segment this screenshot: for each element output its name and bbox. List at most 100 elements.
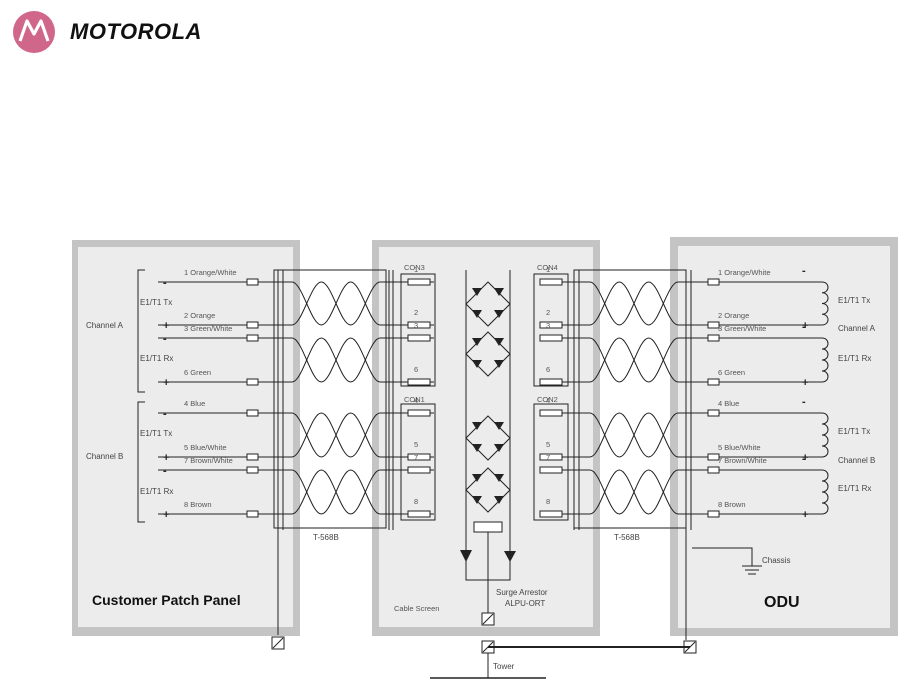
con-pin-number: 6 — [414, 365, 418, 374]
left-wire-label: 1 Orange/White — [184, 268, 237, 277]
connector-pin-slot — [407, 378, 431, 386]
right-polarity-sign: + — [802, 377, 808, 389]
connector-pin-slot — [539, 510, 563, 518]
right-wire-label: 6 Green — [718, 368, 745, 377]
left-terminal — [246, 334, 259, 342]
left-wire-label: 6 Green — [184, 368, 211, 377]
connector-pin-slot — [539, 409, 563, 417]
cable-bundle-left — [273, 269, 387, 529]
right-terminal — [707, 409, 720, 417]
diode-icon — [472, 288, 482, 296]
right-terminal — [707, 466, 720, 474]
right-terminal — [707, 278, 720, 286]
right-channel-b-label: Channel B — [838, 456, 875, 465]
con1-label: CON1 — [404, 395, 425, 404]
con-pin-number: 8 — [414, 497, 418, 506]
right-wire-label: 3 Green/White — [718, 324, 766, 333]
right-rx-b-label: E1/T1 Rx — [838, 484, 871, 493]
twisted-pair-wire — [291, 281, 381, 326]
left-polarity-sign: - — [163, 277, 167, 289]
con-pin-number: 4 — [414, 396, 418, 405]
right-terminal — [707, 334, 720, 342]
con4-label: CON4 — [537, 263, 558, 272]
header: MOTOROLA — [12, 10, 202, 54]
twisted-pair-wire — [291, 412, 381, 458]
cable-screen-mid-right — [573, 270, 580, 530]
diode-icon — [472, 310, 482, 318]
right-wire-label: 1 Orange/White — [718, 268, 771, 277]
left-rx-a-label: E1/T1 Rx — [140, 354, 173, 363]
left-wire-label: 2 Orange — [184, 311, 215, 320]
brand-name: MOTOROLA — [70, 19, 202, 44]
con-pin-number: 8 — [546, 497, 550, 506]
chassis-ground-icon — [692, 547, 762, 575]
con-pin-number: 1 — [546, 265, 550, 274]
surge-bus-lines — [465, 270, 511, 530]
con-pin-number: 7 — [414, 453, 418, 462]
right-polarity-sign: - — [802, 265, 806, 277]
left-terminal — [246, 453, 259, 461]
left-wire-label: 3 Green/White — [184, 324, 232, 333]
left-polarity-sign: - — [163, 333, 167, 345]
connector-housing — [400, 403, 436, 521]
left-polarity-sign: + — [163, 377, 169, 389]
surge-arrestor-label: Surge Arrestor — [496, 588, 548, 597]
diode-icon — [472, 422, 482, 430]
cable-screen-left — [277, 270, 284, 635]
ground-terminal-slash — [482, 613, 494, 625]
cable-left-label: T-568B — [313, 533, 339, 542]
connector-pin-slot — [539, 378, 563, 386]
twisted-pair-wire — [291, 469, 381, 515]
right-polarity-sign: + — [802, 509, 808, 521]
left-polarity-sign: - — [163, 465, 167, 477]
left-polarity-sign: + — [163, 452, 169, 464]
connector-pin-slot — [407, 409, 431, 417]
diode-bridge — [465, 281, 511, 327]
transformer-coil-icon — [800, 469, 829, 515]
surge-arrestor-panel — [372, 240, 600, 636]
connector-pin-slot — [407, 321, 431, 329]
transformer-coil-icon — [800, 281, 829, 326]
diode-icon — [472, 474, 482, 482]
diode-icon — [472, 444, 482, 452]
con3-label: CON3 — [404, 263, 425, 272]
left-wire-label: 5 Blue/White — [184, 443, 227, 452]
chassis-label: Chassis — [762, 556, 790, 565]
diode-icon — [472, 338, 482, 346]
surge-bridge-icon — [473, 521, 503, 533]
connector-pin-slot — [539, 321, 563, 329]
diode-icon — [494, 422, 504, 430]
right-polarity-sign: + — [802, 452, 808, 464]
right-terminal — [707, 510, 720, 518]
left-channel-bracket — [137, 401, 145, 523]
left-polarity-sign: + — [163, 509, 169, 521]
transformer-coil-icon — [800, 412, 829, 458]
surge-diode-icon — [460, 550, 472, 562]
diode-icon — [494, 360, 504, 368]
left-wire-label: 7 Brown/White — [184, 456, 233, 465]
left-channel-a-label: Channel A — [86, 321, 124, 330]
left-wire-label: 4 Blue — [184, 399, 205, 408]
connector-pin-slot — [407, 510, 431, 518]
left-rx-b-label: E1/T1 Rx — [140, 487, 173, 496]
right-wire-label: 7 Brown/White — [718, 456, 767, 465]
diode-icon — [494, 288, 504, 296]
left-terminal — [246, 510, 259, 518]
right-tx-a-label: E1/T1 Tx — [838, 296, 870, 305]
connector-pin-slot — [539, 466, 563, 474]
right-wire-label: 4 Blue — [718, 399, 739, 408]
twisted-pair-wire — [589, 412, 679, 458]
connector-pin-slot — [407, 278, 431, 286]
connector-housing — [533, 273, 569, 387]
connector-housing — [533, 403, 569, 521]
left-wire-label: 8 Brown — [184, 500, 212, 509]
connector-pin-slot — [407, 453, 431, 461]
right-rx-a-label: E1/T1 Rx — [838, 354, 871, 363]
con-pin-number: 3 — [414, 321, 418, 330]
con-pin-number: 4 — [546, 396, 550, 405]
connector-pin-slot — [539, 453, 563, 461]
diode-icon — [494, 338, 504, 346]
right-polarity-sign: - — [802, 453, 806, 465]
con-pin-number: 2 — [546, 308, 550, 317]
